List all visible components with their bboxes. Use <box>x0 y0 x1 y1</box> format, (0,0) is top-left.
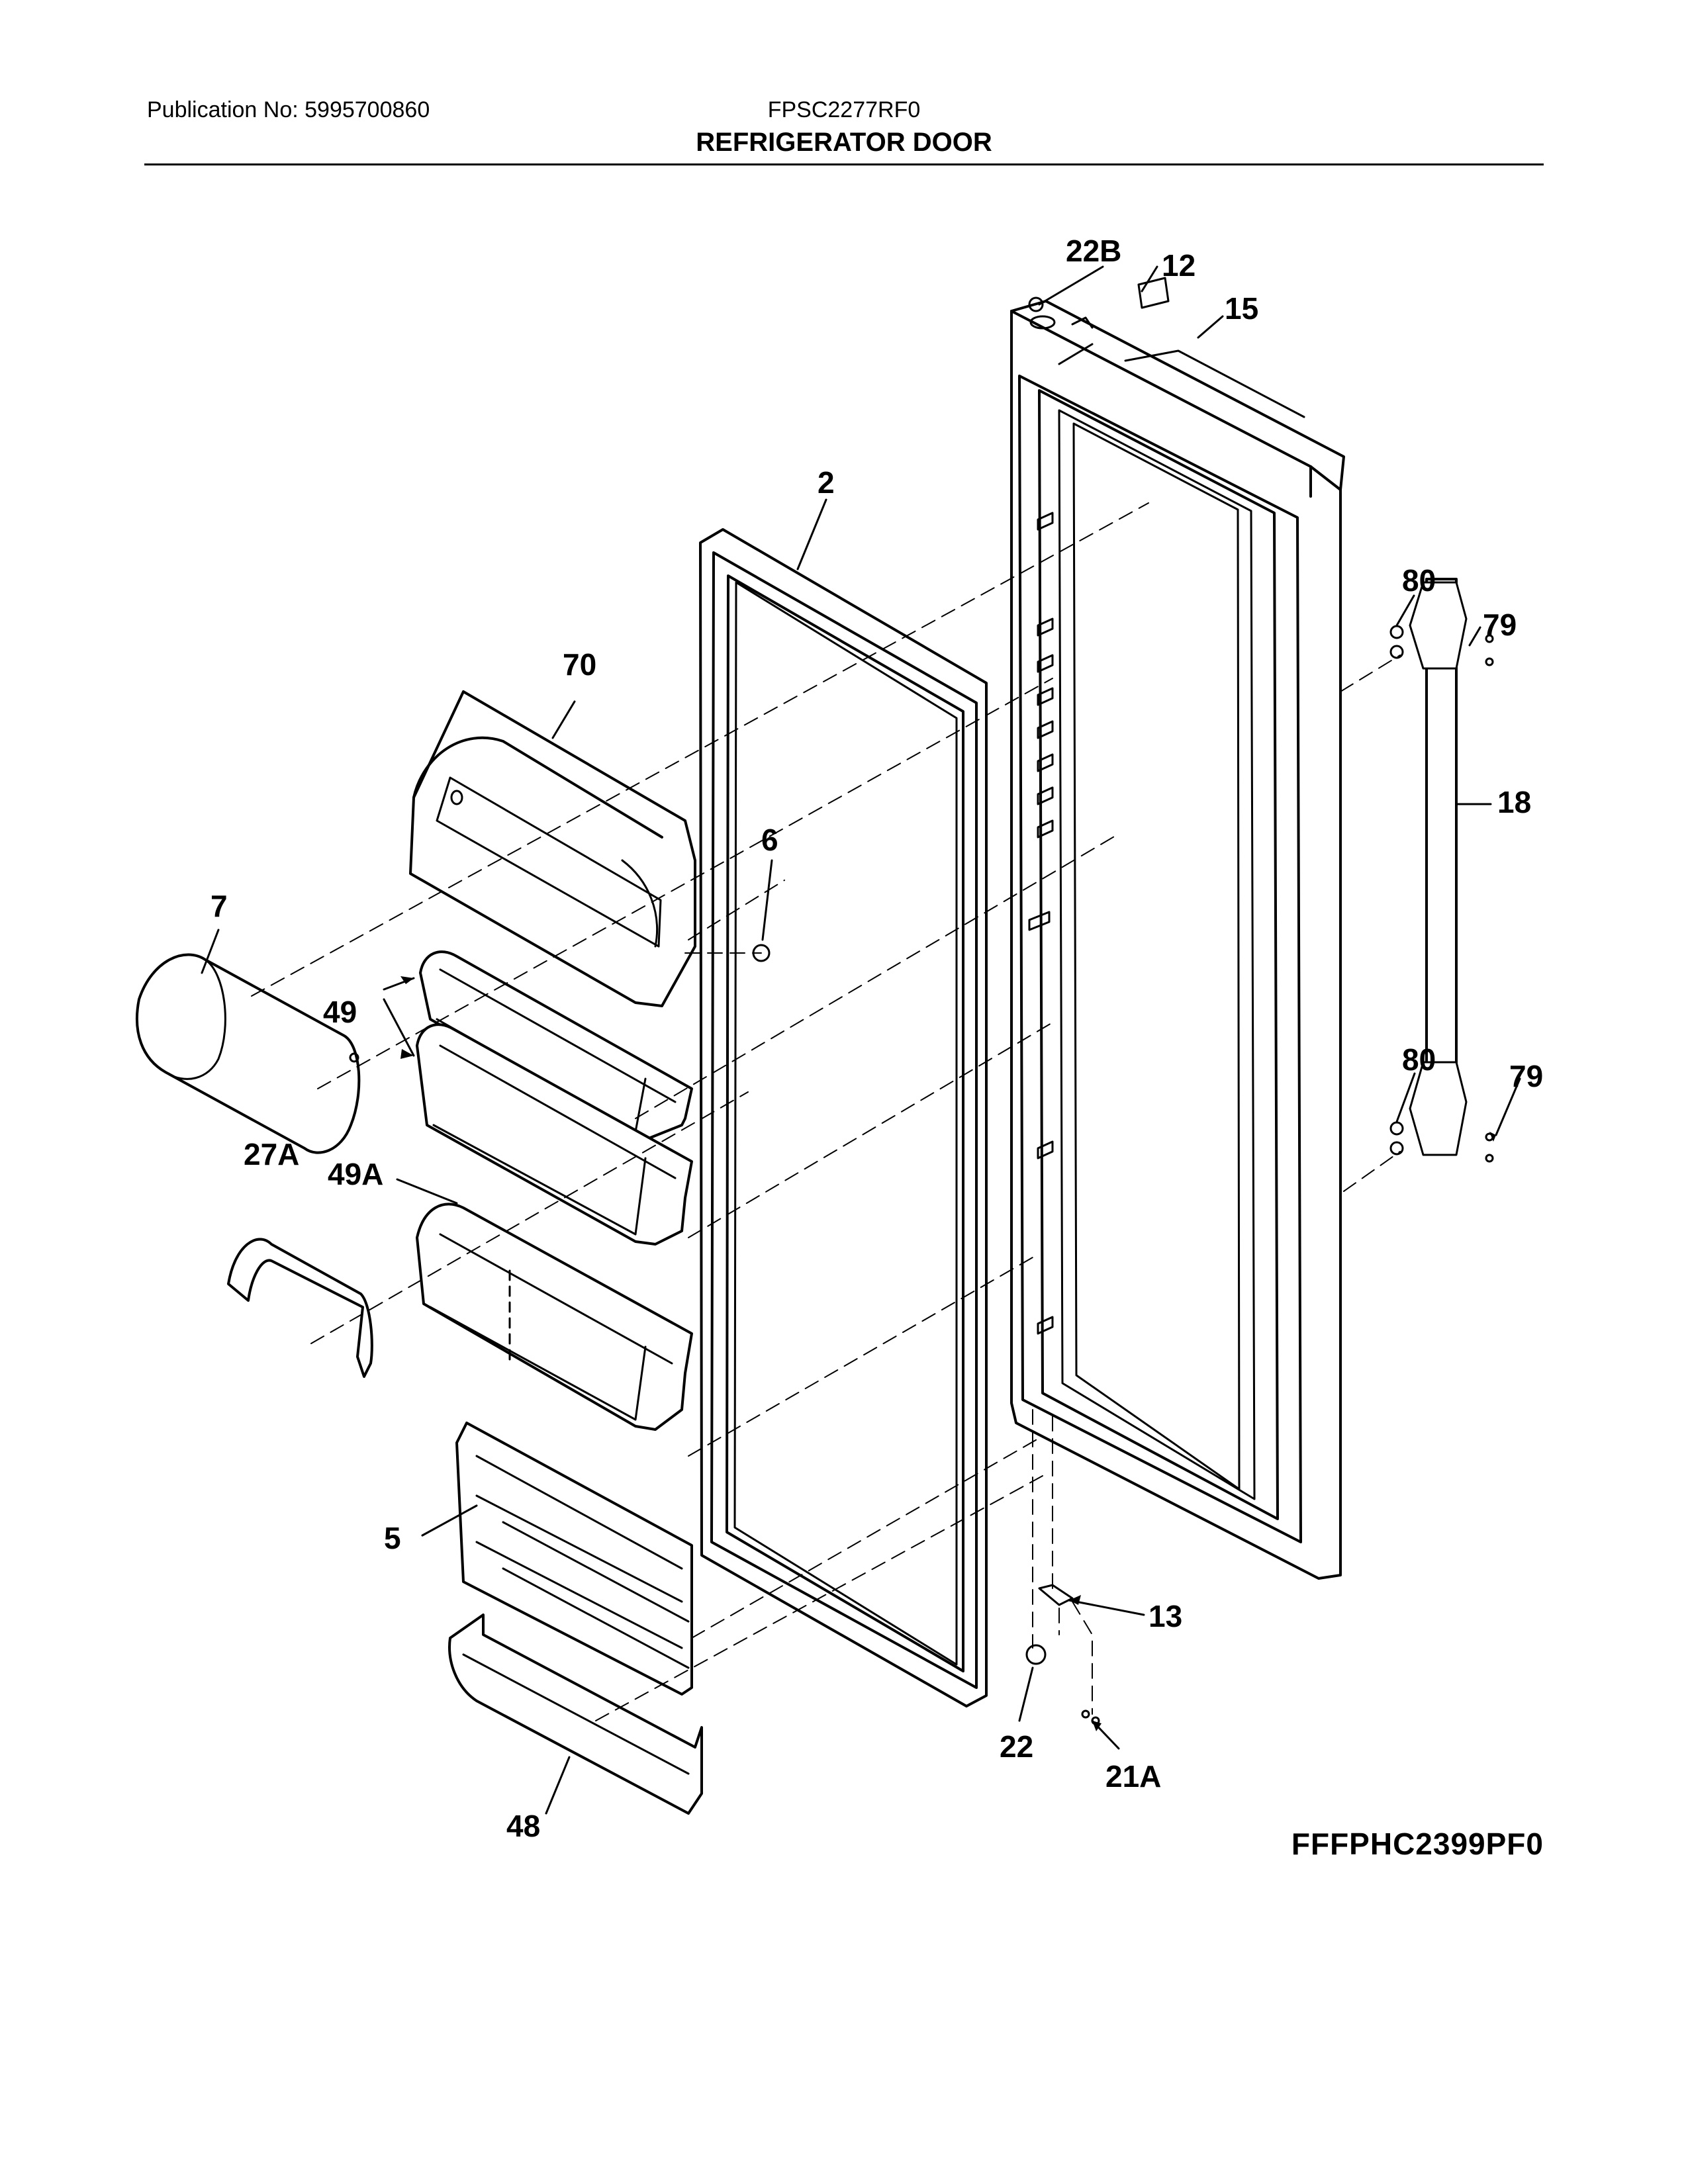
header-rule <box>144 163 1544 165</box>
label-21a: 21A <box>1105 1759 1161 1794</box>
label-7: 7 <box>211 889 228 923</box>
bin-49-upper <box>419 950 693 1140</box>
label-49a: 49A <box>328 1157 383 1191</box>
label-70: 70 <box>563 647 596 682</box>
label-49: 49 <box>323 995 357 1029</box>
label-79-top: 79 <box>1483 608 1517 642</box>
handle-18 <box>1409 578 1468 1156</box>
rack-5 <box>455 1422 693 1696</box>
fasteners <box>752 277 1494 1725</box>
label-5: 5 <box>384 1521 401 1555</box>
label-22: 22 <box>1000 1729 1033 1764</box>
label-80-bottom: 80 <box>1402 1042 1436 1077</box>
label-48: 48 <box>506 1809 540 1843</box>
dairy-cover-7 <box>136 953 361 1154</box>
publication-number: Publication No: 5995700860 <box>147 97 430 122</box>
label-79-bottom: 79 <box>1509 1059 1543 1093</box>
label-2: 2 <box>818 465 835 500</box>
door-shell <box>1010 300 1345 1580</box>
label-18: 18 <box>1497 785 1531 819</box>
liner-studs <box>1028 512 1054 1335</box>
handle-27a <box>227 1238 373 1378</box>
part-labels: 22B 12 15 2 70 6 7 49 27A 49A 5 48 80 79… <box>211 234 1543 1843</box>
label-22b: 22B <box>1066 234 1121 268</box>
shelf-48 <box>448 1614 703 1815</box>
shelf-70 <box>409 690 696 1007</box>
diagram-code: FFFPHC2399PF0 <box>1291 1827 1544 1861</box>
bin-49a <box>416 1203 693 1431</box>
label-15: 15 <box>1225 291 1258 326</box>
label-6: 6 <box>761 823 778 857</box>
alignment-lines <box>251 502 1401 1721</box>
label-80-top: 80 <box>1402 563 1436 598</box>
label-27a: 27A <box>244 1137 299 1171</box>
label-12: 12 <box>1162 248 1196 283</box>
model-number: FPSC2277RF0 <box>767 97 921 122</box>
page-title: REFRIGERATOR DOOR <box>696 128 992 157</box>
label-13: 13 <box>1149 1599 1182 1633</box>
door-gasket <box>699 528 988 1707</box>
arrow-heads <box>400 976 1496 1731</box>
